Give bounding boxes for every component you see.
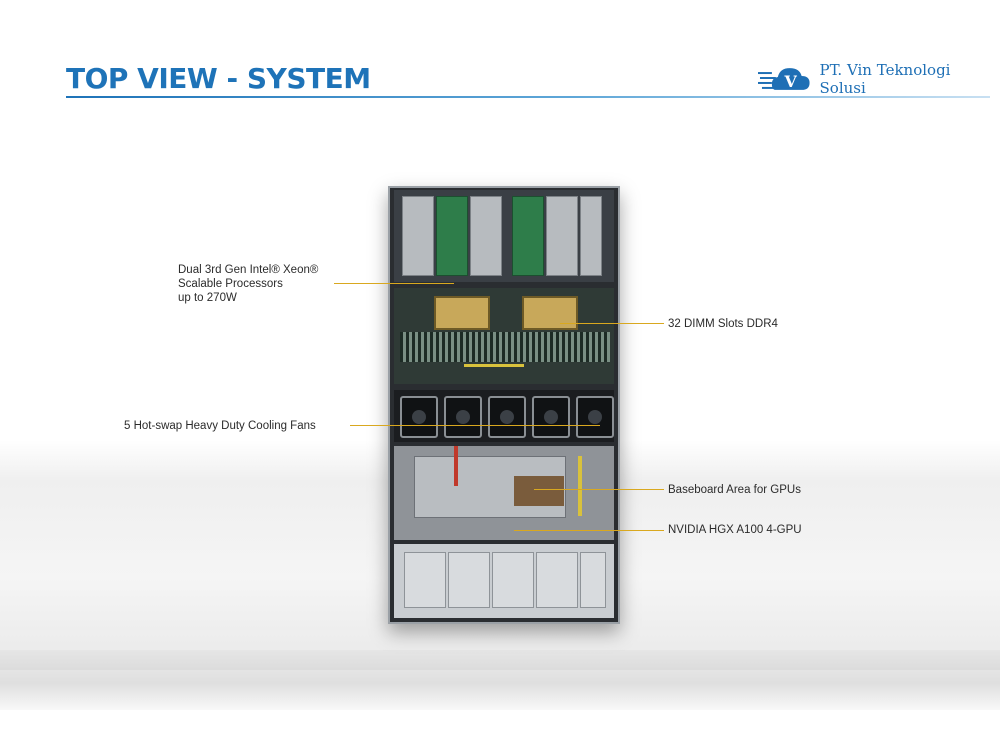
drive-slot bbox=[448, 552, 490, 608]
riser-area bbox=[394, 190, 614, 282]
background-shadow bbox=[0, 650, 1000, 710]
gpu-heatsink bbox=[514, 476, 564, 506]
logo-letter: V bbox=[784, 72, 798, 91]
drive-slot bbox=[492, 552, 534, 608]
cooling-fan bbox=[532, 396, 570, 438]
page-title: TOP VIEW - SYSTEM bbox=[66, 62, 371, 95]
logo-text: PT. Vin Teknologi Solusi bbox=[819, 61, 951, 97]
cpu-socket bbox=[522, 296, 578, 330]
riser-card bbox=[512, 196, 544, 276]
cable bbox=[454, 446, 458, 486]
callout-gpu-line bbox=[514, 530, 664, 531]
fan-bay bbox=[394, 390, 614, 442]
callout-dimm: 32 DIMM Slots DDR4 bbox=[668, 318, 778, 330]
cooling-fan bbox=[400, 396, 438, 438]
motherboard-area bbox=[394, 288, 614, 384]
server-top-view bbox=[388, 186, 620, 624]
callout-processors-line1: Dual 3rd Gen Intel® Xeon® bbox=[178, 264, 319, 276]
callout-baseboard: Baseboard Area for GPUs bbox=[668, 484, 801, 496]
drive-slot bbox=[404, 552, 446, 608]
cooling-fan bbox=[576, 396, 614, 438]
riser-card bbox=[580, 196, 602, 276]
company-logo: V PT. Vin Teknologi Solusi bbox=[758, 61, 1000, 97]
riser-card bbox=[402, 196, 434, 276]
cloud-v-logo-icon: V bbox=[758, 68, 810, 91]
front-drive-bay bbox=[394, 544, 614, 618]
callout-gpu: NVIDIA HGX A100 4-GPU bbox=[668, 524, 802, 536]
cpu-socket bbox=[434, 296, 490, 330]
callout-dimm-line bbox=[560, 323, 664, 324]
callout-fans: 5 Hot-swap Heavy Duty Cooling Fans bbox=[124, 420, 316, 432]
title-underline bbox=[66, 96, 990, 98]
callout-baseboard-line bbox=[534, 489, 664, 490]
callout-processors-line2: Scalable Processors bbox=[178, 278, 283, 290]
dimm-slots bbox=[400, 332, 610, 362]
riser-card bbox=[546, 196, 578, 276]
drive-slot bbox=[580, 552, 606, 608]
callout-fans-line bbox=[350, 425, 600, 426]
cooling-fan bbox=[444, 396, 482, 438]
cooling-fan bbox=[488, 396, 526, 438]
gpu-baseboard-area bbox=[394, 446, 614, 540]
callout-processors: Dual 3rd Gen Intel® Xeon® Scalable Proce… bbox=[178, 263, 348, 305]
drive-slot bbox=[536, 552, 578, 608]
callout-processors-line3: up to 270W bbox=[178, 292, 237, 304]
callout-processors-line bbox=[334, 283, 454, 284]
riser-card bbox=[470, 196, 502, 276]
riser-card bbox=[436, 196, 468, 276]
cable bbox=[464, 364, 524, 367]
cable bbox=[578, 456, 582, 516]
